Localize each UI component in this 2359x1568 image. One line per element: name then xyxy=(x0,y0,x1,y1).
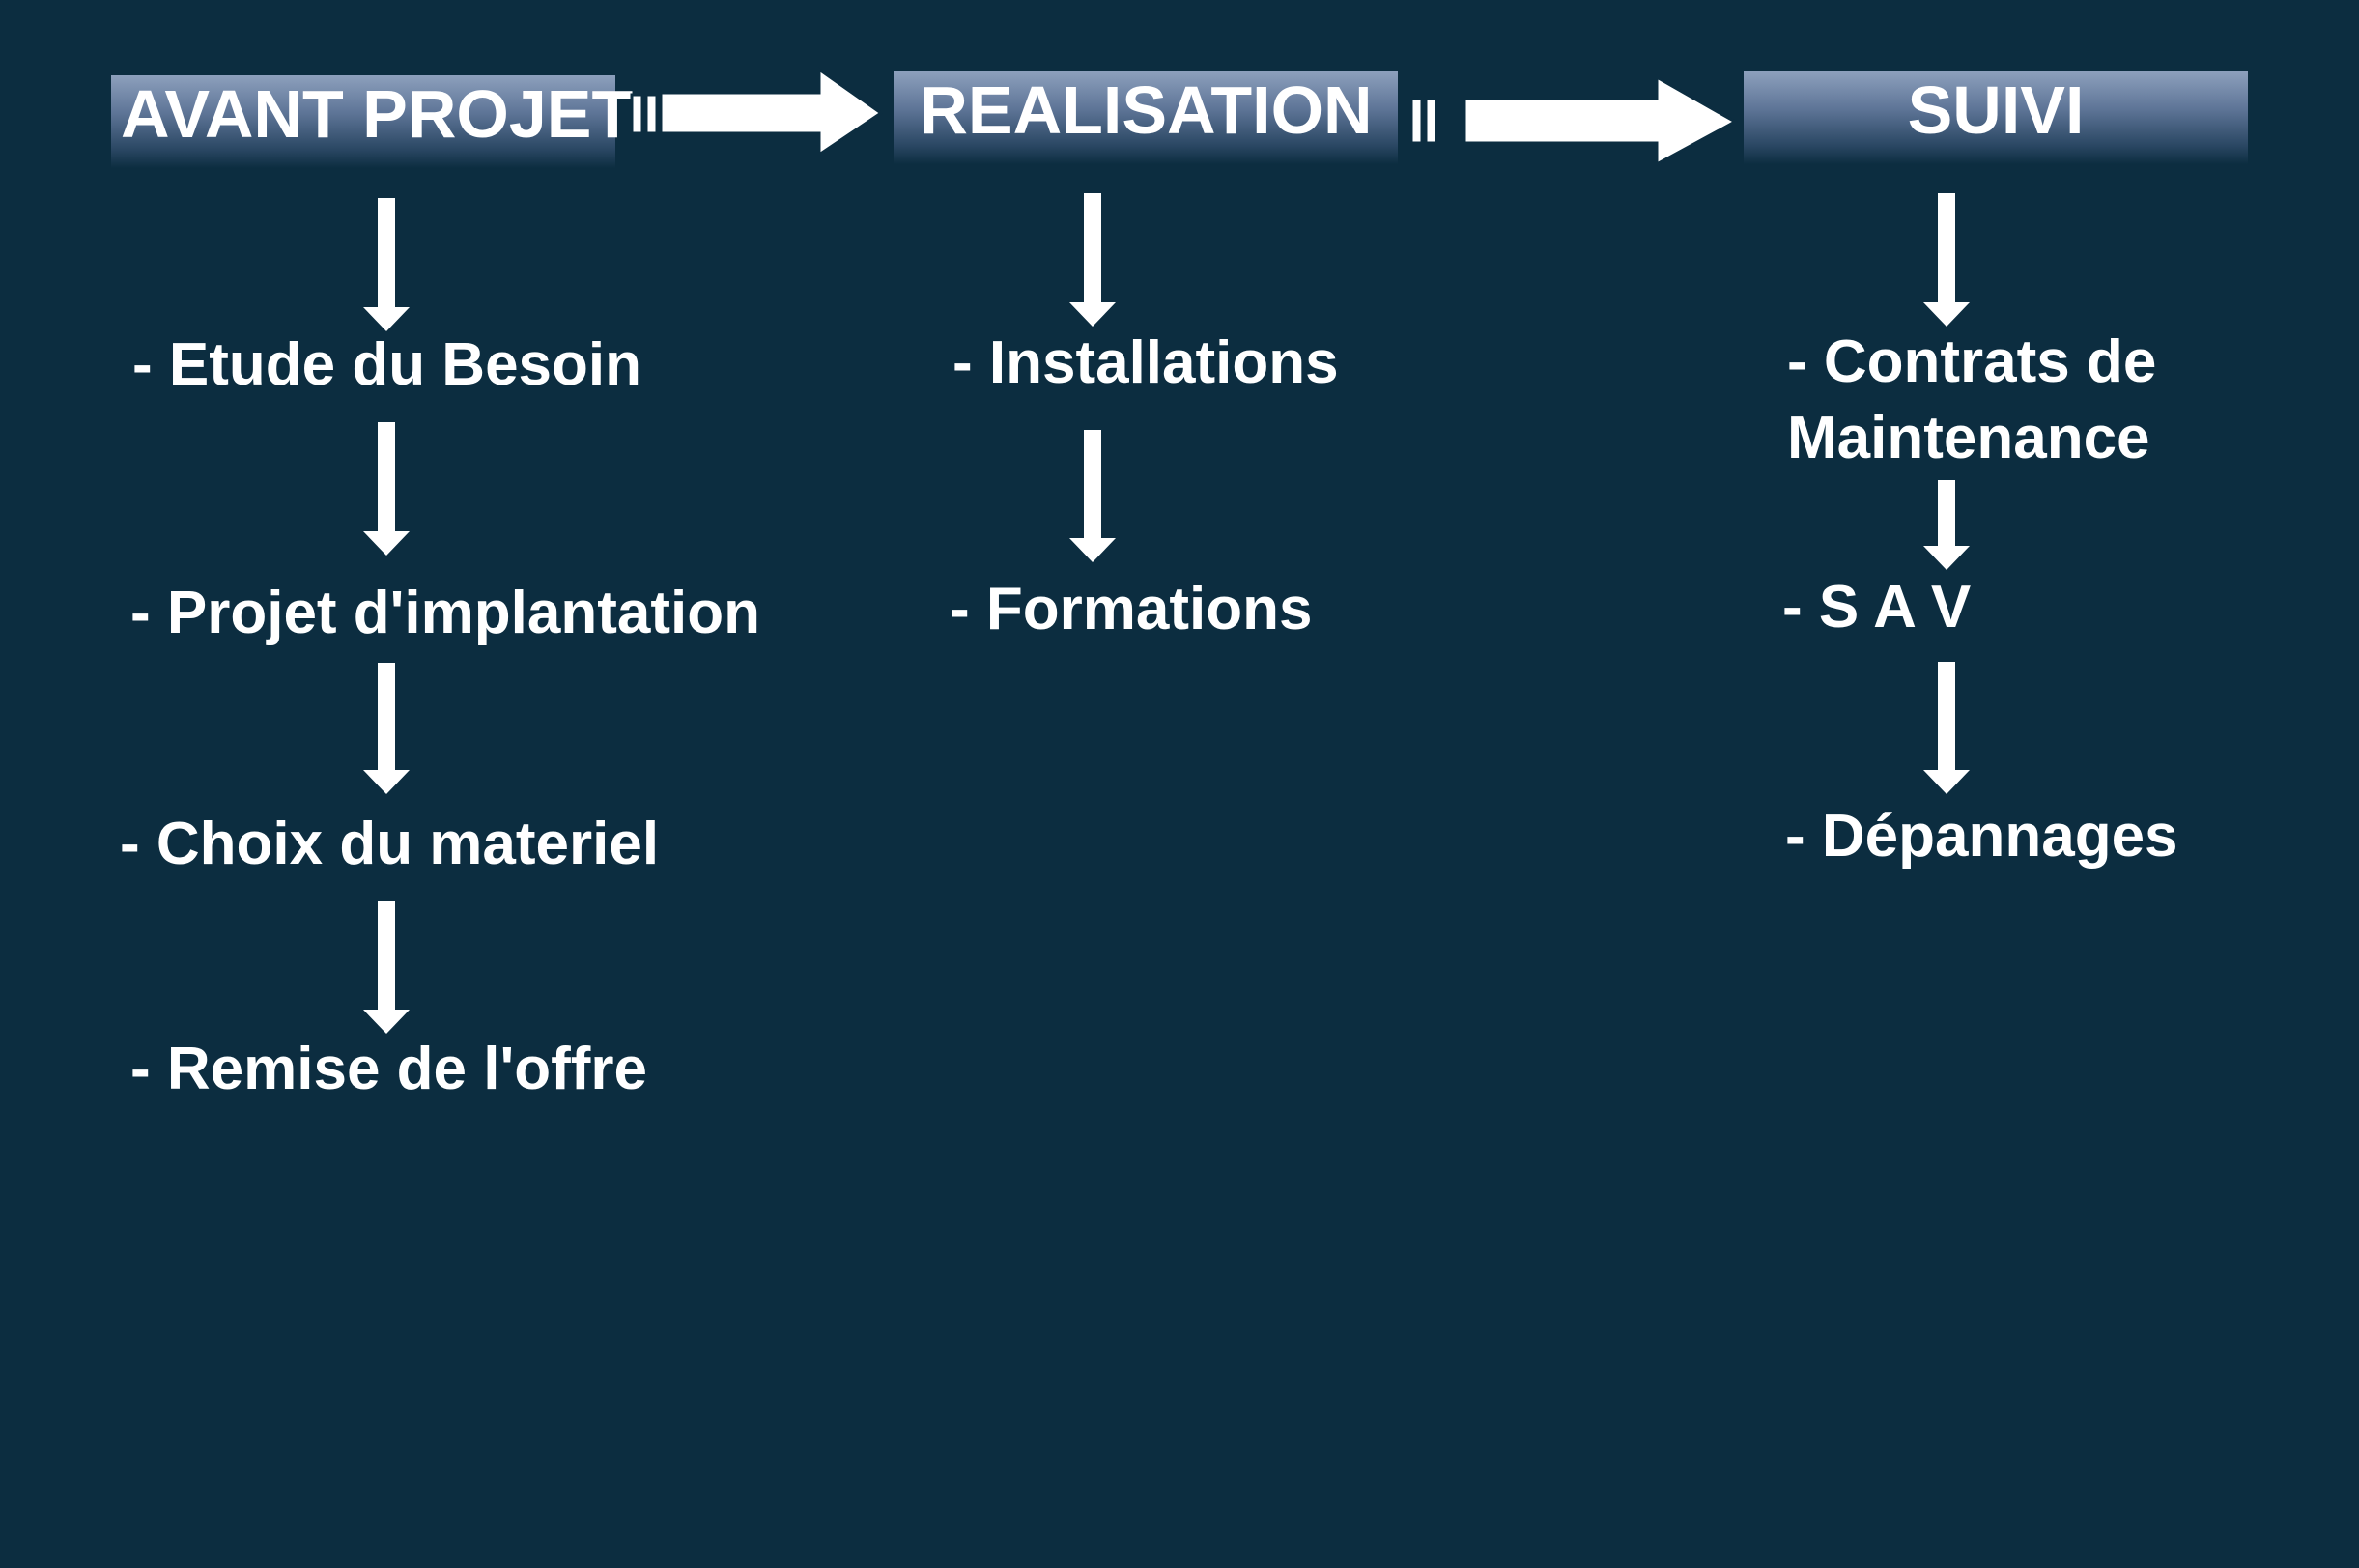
down-arrow xyxy=(1923,480,1970,570)
phase-header-suivi: SUIVI xyxy=(1744,71,2248,164)
phase-header-avant-projet: AVANT PROJET xyxy=(111,75,633,168)
step-contrats-de-maintenance-line1: - Contrats de xyxy=(1787,328,2157,395)
step-etude-du-besoin: - Etude du Besoin xyxy=(132,331,641,398)
down-arrow xyxy=(363,663,410,794)
step-remise-de-l-offre: - Remise de l'offre xyxy=(130,1036,647,1102)
down-arrow xyxy=(1923,193,1970,327)
step-choix-du-materiel: - Choix du materiel xyxy=(120,811,660,877)
step-sav: - S A V xyxy=(1782,574,1972,641)
horizontal-arrow-1 xyxy=(630,67,884,157)
column-avant-arrows xyxy=(363,198,410,1034)
step-depannages: - Dépannages xyxy=(1785,803,2178,870)
down-arrow xyxy=(1069,193,1116,327)
phase-header-realisation: REALISATION xyxy=(894,71,1398,164)
column-realisation-arrows xyxy=(1069,193,1116,562)
down-arrow xyxy=(1923,662,1970,794)
column-suivi-arrows xyxy=(1923,193,1970,794)
down-arrow xyxy=(363,901,410,1034)
down-arrow xyxy=(363,422,410,556)
step-installations: - Installations xyxy=(952,329,1339,396)
horizontal-arrow-2 xyxy=(1409,74,1739,167)
step-formations: - Formations xyxy=(950,576,1313,642)
down-arrow xyxy=(1069,430,1116,562)
step-projet-implantation: - Projet d'implantation xyxy=(130,580,760,646)
step-contrats-de-maintenance-line2: Maintenance xyxy=(1787,405,2150,471)
down-arrow xyxy=(363,198,410,331)
